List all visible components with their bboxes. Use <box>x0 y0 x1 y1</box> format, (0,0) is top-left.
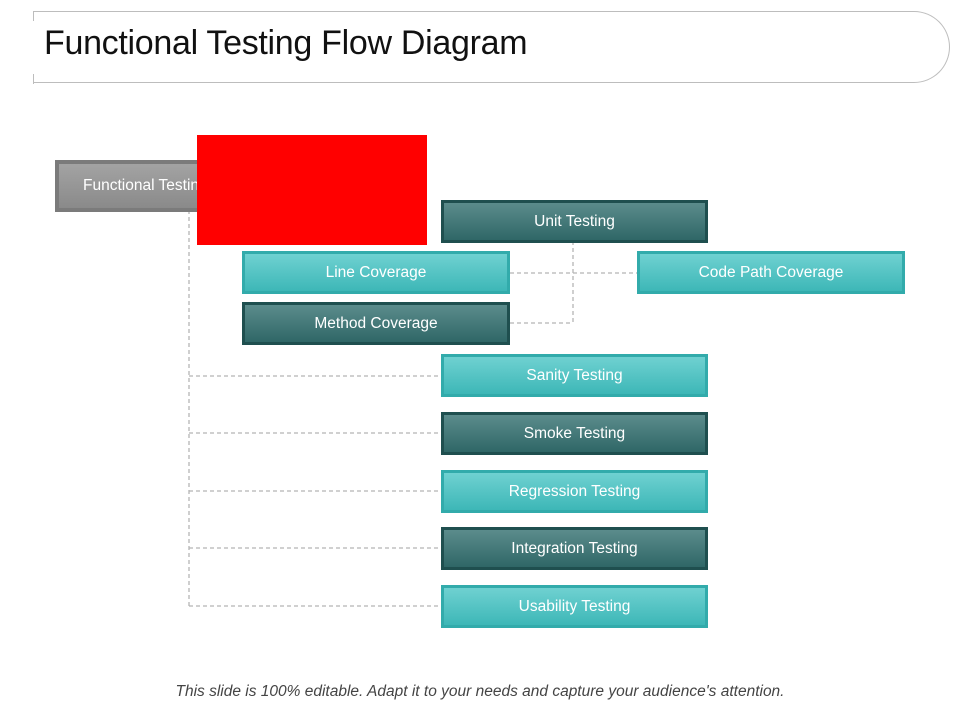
title-frame <box>33 10 950 84</box>
node-label: Regression Testing <box>508 482 641 500</box>
node-code-path-coverage: Code Path Coverage <box>637 251 905 294</box>
node-integration-testing: Integration Testing <box>441 527 708 570</box>
root-node-label: Functional Testing <box>83 177 208 194</box>
node-line-coverage: Line Coverage <box>242 251 510 294</box>
node-usability-testing: Usability Testing <box>441 585 708 628</box>
node-label: Smoke Testing <box>523 424 626 442</box>
node-method-coverage: Method Coverage <box>242 302 510 345</box>
node-label: Integration Testing <box>511 539 638 557</box>
page-title: Functional Testing Flow Diagram <box>44 24 528 62</box>
node-label: Unit Testing <box>534 212 615 230</box>
red-overlay-block <box>197 135 427 245</box>
node-label: Method Coverage <box>314 314 438 332</box>
root-node-functional-testing: Functional Testing <box>55 160 220 212</box>
node-regression-testing: Regression Testing <box>441 470 708 513</box>
footer-note: This slide is 100% editable. Adapt it to… <box>175 683 785 700</box>
node-label: Line Coverage <box>325 263 427 281</box>
node-smoke-testing: Smoke Testing <box>441 412 708 455</box>
node-label: Sanity Testing <box>526 366 623 384</box>
node-sanity-testing: Sanity Testing <box>441 354 708 397</box>
node-label: Code Path Coverage <box>698 263 844 281</box>
node-label: Usability Testing <box>518 597 631 615</box>
node-unit-testing: Unit Testing <box>441 200 708 243</box>
